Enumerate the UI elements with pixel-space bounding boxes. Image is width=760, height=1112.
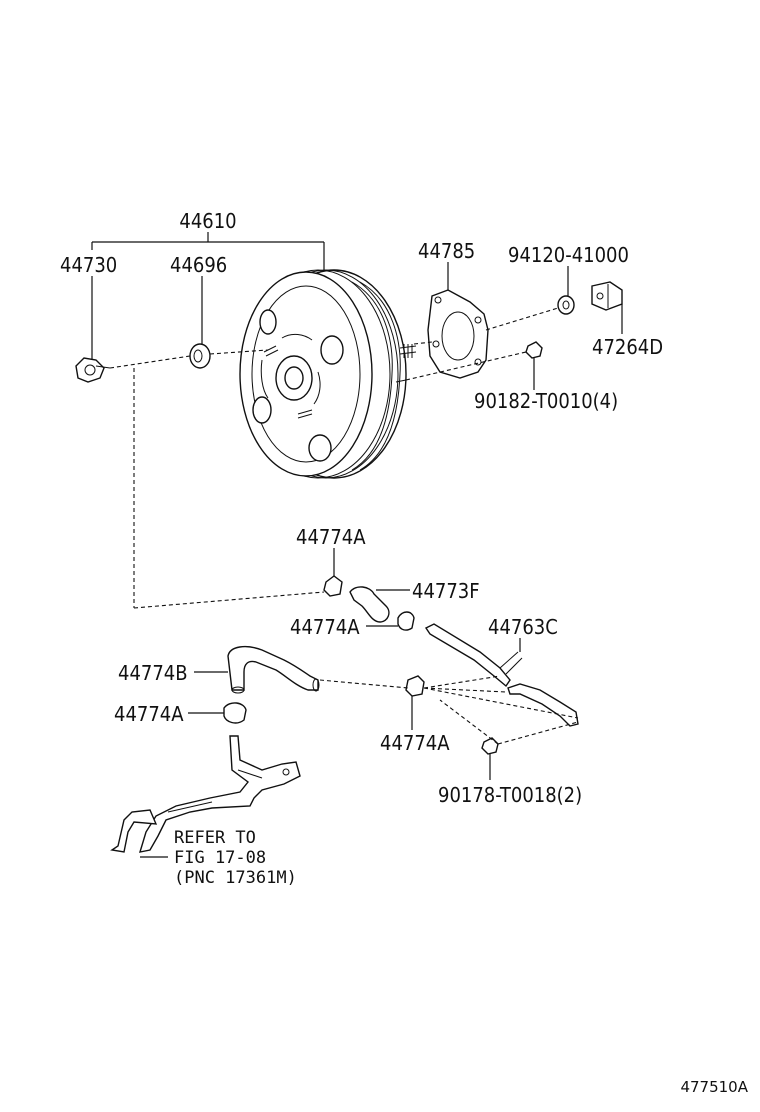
clamp-44774A-mid[interactable]: [397, 611, 415, 631]
illustration-code: 477510A: [680, 1078, 748, 1096]
label-44774A-center: 44774A: [380, 731, 450, 755]
clevis-47264D[interactable]: [591, 281, 623, 311]
dashed-assembly-lines: [109, 307, 579, 745]
part-labels: 44610 44730 44696 44785 94120-41000 4726…: [60, 209, 663, 807]
nut-94120[interactable]: [557, 295, 575, 315]
label-44763C: 44763C: [488, 615, 558, 639]
nut-90182[interactable]: [525, 341, 543, 359]
brake-booster[interactable]: [239, 269, 417, 479]
hose-44774B[interactable]: [227, 645, 320, 694]
nut-90178[interactable]: [481, 737, 499, 755]
label-44774A-left: 44774A: [114, 702, 184, 726]
label-44773F: 44773F: [412, 579, 480, 603]
reference-note: REFER TO FIG 17-08 (PNC 17361M): [174, 828, 297, 888]
label-94120-41000: 94120-41000: [508, 243, 629, 267]
clamp-44774A-top[interactable]: [323, 575, 343, 597]
gasket-44785[interactable]: [427, 289, 489, 379]
vacuum-pipe-assembly[interactable]: [110, 735, 301, 853]
grommet-44696[interactable]: [189, 343, 211, 369]
reference-line-3: (PNC 17361M): [174, 868, 297, 888]
leader-lines: [91, 232, 623, 858]
label-44696: 44696: [170, 253, 227, 277]
clamp-44774A-center[interactable]: [405, 675, 425, 697]
label-44730: 44730: [60, 253, 117, 277]
label-44610: 44610: [179, 209, 236, 233]
label-90182-T0010: 90182-T0010(4): [474, 389, 618, 413]
label-44774B: 44774B: [118, 661, 188, 685]
label-90178-T0018: 90178-T0018(2): [438, 783, 582, 807]
label-44774A-mid: 44774A: [290, 615, 360, 639]
check-valve-44730[interactable]: [75, 357, 111, 383]
reference-line-1: REFER TO: [174, 828, 256, 848]
clamp-44774A-left[interactable]: [223, 702, 247, 724]
label-44785: 44785: [418, 239, 475, 263]
label-44774A-top: 44774A: [296, 525, 366, 549]
reference-line-2: FIG 17-08: [174, 848, 266, 868]
hose-44773F[interactable]: [349, 586, 390, 623]
label-47264D: 47264D: [592, 335, 663, 359]
tube-44763C[interactable]: [424, 623, 579, 727]
